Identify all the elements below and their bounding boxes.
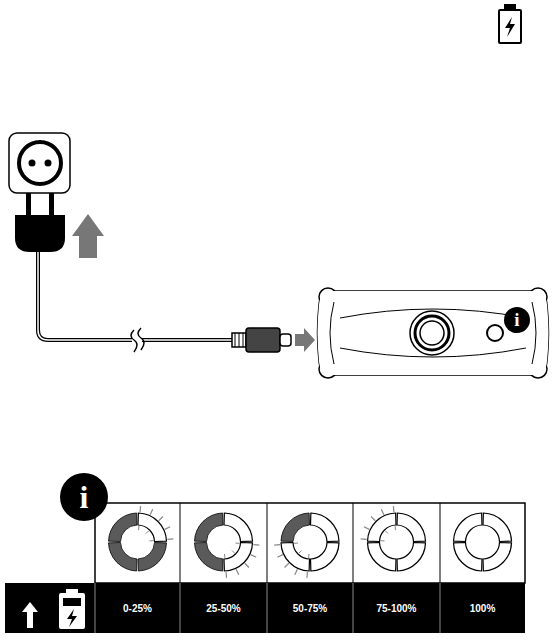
ring-segment bbox=[483, 513, 511, 541]
ring-segment bbox=[195, 543, 223, 571]
wall-socket bbox=[9, 133, 70, 193]
ring-segment bbox=[454, 513, 482, 541]
blink-ray bbox=[167, 538, 173, 540]
blink-ray bbox=[149, 540, 153, 541]
mains-plug bbox=[15, 193, 65, 252]
blink-ray bbox=[393, 506, 395, 512]
blink-ray bbox=[139, 506, 141, 512]
right-arrow bbox=[295, 328, 315, 352]
blink-ray bbox=[385, 531, 388, 534]
blink-ray bbox=[294, 543, 298, 544]
status-table bbox=[5, 503, 525, 633]
blink-ray bbox=[232, 550, 235, 553]
up-arrow bbox=[72, 214, 104, 258]
blink-ray bbox=[295, 569, 298, 574]
info-letter: i bbox=[514, 309, 519, 331]
ring-segment bbox=[109, 543, 137, 571]
ring-segment bbox=[138, 513, 166, 541]
level-label: 0-25% bbox=[123, 603, 152, 614]
blink-ray bbox=[364, 527, 369, 530]
blink-ray bbox=[253, 544, 259, 546]
ring-segment bbox=[368, 513, 396, 541]
blink-ray bbox=[245, 563, 249, 567]
ring-segment bbox=[224, 543, 252, 571]
blink-ray bbox=[165, 527, 170, 530]
info-badge bbox=[60, 473, 108, 521]
device-body bbox=[318, 288, 549, 378]
blink-ray bbox=[138, 526, 139, 530]
level-label: 75-100% bbox=[376, 603, 416, 614]
cable bbox=[38, 252, 235, 352]
blink-ray bbox=[308, 554, 309, 558]
blink-ray bbox=[236, 569, 239, 574]
blink-ray bbox=[395, 526, 396, 530]
battery-rings bbox=[109, 506, 512, 578]
blink-ray bbox=[371, 517, 375, 521]
level-label: 25-50% bbox=[206, 603, 240, 614]
blink-ray bbox=[235, 543, 239, 544]
blink-ray bbox=[146, 531, 149, 534]
blink-ray bbox=[159, 517, 163, 521]
blink-ray bbox=[277, 555, 282, 558]
ring-segment bbox=[397, 543, 425, 571]
blink-ray bbox=[306, 572, 308, 578]
blink-ray bbox=[285, 563, 289, 567]
ring-segment bbox=[109, 513, 137, 541]
ring-segment bbox=[281, 513, 309, 541]
blink-ray bbox=[361, 538, 367, 540]
blink-ray bbox=[274, 544, 280, 546]
blink-ray bbox=[224, 554, 225, 558]
blink-ray bbox=[150, 509, 153, 514]
ring-segment bbox=[397, 513, 425, 541]
info-letter: i bbox=[80, 479, 89, 516]
level-label: 50-75% bbox=[293, 603, 327, 614]
ring-segment bbox=[483, 543, 511, 571]
blink-ray bbox=[299, 550, 302, 553]
ring-segment bbox=[454, 543, 482, 571]
ring-segment bbox=[311, 543, 339, 571]
ring-segment bbox=[281, 543, 309, 571]
blink-ray bbox=[251, 555, 256, 558]
info-badge bbox=[504, 307, 530, 333]
blink-ray bbox=[381, 509, 384, 514]
blink-ray bbox=[381, 540, 385, 541]
ring-segment bbox=[311, 513, 339, 541]
usb-connector bbox=[232, 328, 291, 352]
ring-segment bbox=[195, 513, 223, 541]
battery-icon bbox=[499, 5, 521, 43]
charging-battery-icon bbox=[22, 589, 85, 629]
ring-segment bbox=[224, 513, 252, 541]
blink-ray bbox=[225, 572, 227, 578]
ring-segment bbox=[138, 543, 166, 571]
level-label: 100% bbox=[470, 603, 496, 614]
ring-segment bbox=[368, 543, 396, 571]
